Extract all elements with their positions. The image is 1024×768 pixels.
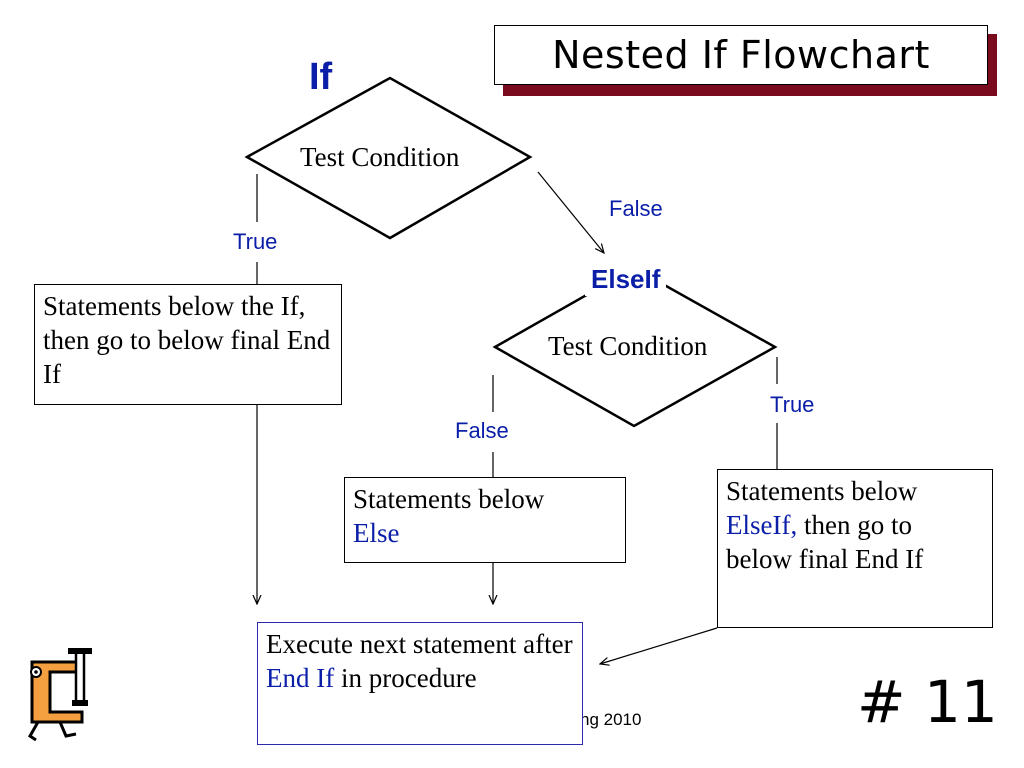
- execute-suffix: in procedure: [340, 663, 477, 693]
- elseif-statements-suffix: then go to below final End If: [726, 510, 924, 574]
- test-condition-1: Test Condition: [300, 142, 460, 172]
- elseif-statements-prefix: Statements below: [726, 476, 918, 506]
- elseif-statements-box: Statements below ElseIf, then go to belo…: [717, 469, 993, 628]
- if-diamond: [244, 76, 533, 240]
- test-condition-2: Test Condition: [548, 331, 708, 361]
- elseif-keyword: ElseIf,: [726, 510, 798, 540]
- if-true-label: True: [233, 229, 278, 254]
- elseif-box-to-execute-arrow: [600, 627, 718, 664]
- elseif-true-label: True: [770, 392, 815, 417]
- if-false-label: False: [609, 196, 663, 221]
- if-statements-box: Statements below the If, then go to belo…: [34, 284, 342, 405]
- slide-number: # 11: [857, 668, 998, 736]
- clamp-logo-icon: [28, 648, 92, 742]
- if-false-arrow: [537, 171, 604, 253]
- elseif-false-label: False: [455, 418, 509, 443]
- if-statements-text: Statements below the If, then go to belo…: [43, 291, 331, 389]
- execute-next-box: Execute next statement after End If in p…: [257, 622, 583, 745]
- if-label: If: [309, 56, 333, 98]
- execute-prefix: Execute next statement after: [266, 629, 573, 659]
- footer-text: ng 2010: [580, 710, 642, 729]
- slide-title: Nested If Flowchart: [494, 25, 988, 85]
- else-keyword: Else: [353, 518, 400, 548]
- elseif-label: ElseIf: [585, 262, 667, 296]
- else-statements-box: Statements below Else: [344, 477, 626, 563]
- end-if-keyword: End If: [266, 663, 335, 693]
- else-statements-prefix: Statements below: [353, 484, 545, 514]
